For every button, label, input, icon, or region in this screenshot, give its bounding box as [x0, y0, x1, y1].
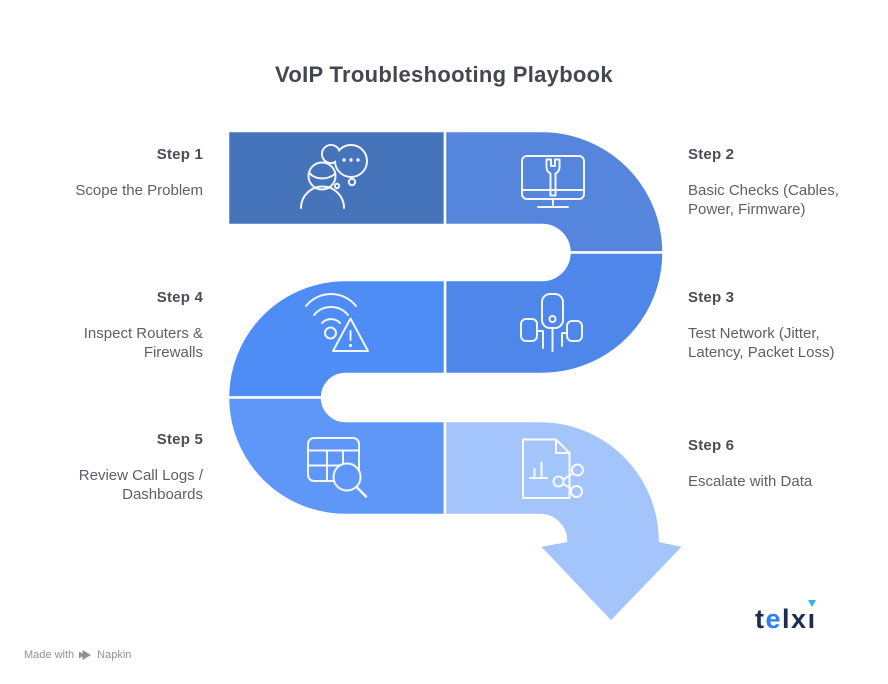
step-2-description: Basic Checks (Cables, Power, Firmware) — [688, 182, 839, 218]
step-4-description: Inspect Routers & Firewalls — [83, 325, 203, 361]
step-6-description: Escalate with Data — [688, 473, 813, 490]
segment-step-5 — [226, 396, 447, 517]
logo-letters-lx: lx — [782, 604, 808, 634]
network-devices-icon — [520, 293, 583, 352]
step-block-3: Step 3 Test Network (Jitter, Latency, Pa… — [688, 290, 866, 362]
step-6-label: Step 6 — [688, 437, 735, 454]
document-share-icon — [522, 438, 584, 499]
table-search-icon — [307, 437, 368, 498]
logo-i-dot-triangle-icon — [808, 600, 817, 607]
step-2-label: Step 2 — [688, 146, 735, 163]
logo-letter-e-accent: e — [765, 604, 783, 634]
step-block-1: Step 1 Scope the Problem — [38, 147, 203, 201]
step-block-6: Step 6 Escalate with Data — [688, 438, 866, 492]
segment-step-4 — [226, 278, 447, 399]
napkin-brand-text: Napkin — [97, 649, 132, 661]
logo-letter-i: ı — [808, 600, 817, 634]
segment-step-3 — [443, 251, 665, 376]
logo-letter-t: t — [755, 604, 766, 634]
step-block-5: Step 5 Review Call Logs / Dashboards — [38, 432, 203, 504]
segment-step-6-arrow — [443, 419, 686, 624]
monitor-wrench-icon — [521, 155, 585, 208]
wifi-warning-icon — [305, 293, 369, 352]
step-5-label: Step 5 — [156, 431, 203, 448]
telxi-logo: telxı — [755, 600, 817, 634]
step-4-label: Step 4 — [156, 289, 203, 306]
step-1-description: Scope the Problem — [75, 182, 203, 199]
step-1-label: Step 1 — [156, 146, 203, 163]
segment-step-1 — [226, 129, 447, 227]
made-with-napkin-link[interactable]: Made with Napkin — [24, 649, 131, 661]
person-thinking-icon — [300, 144, 368, 209]
step-5-description: Review Call Logs / Dashboards — [78, 467, 203, 503]
step-3-label: Step 3 — [688, 289, 735, 306]
made-with-text: Made with — [24, 649, 75, 661]
segment-step-2 — [443, 129, 665, 254]
napkin-logo-icon — [79, 649, 92, 661]
page-title: VoIP Troubleshooting Playbook — [275, 62, 613, 87]
step-block-4: Step 4 Inspect Routers & Firewalls — [38, 290, 203, 362]
step-block-2: Step 2 Basic Checks (Cables, Power, Firm… — [688, 147, 866, 219]
step-3-description: Test Network (Jitter, Latency, Packet Lo… — [688, 325, 835, 361]
